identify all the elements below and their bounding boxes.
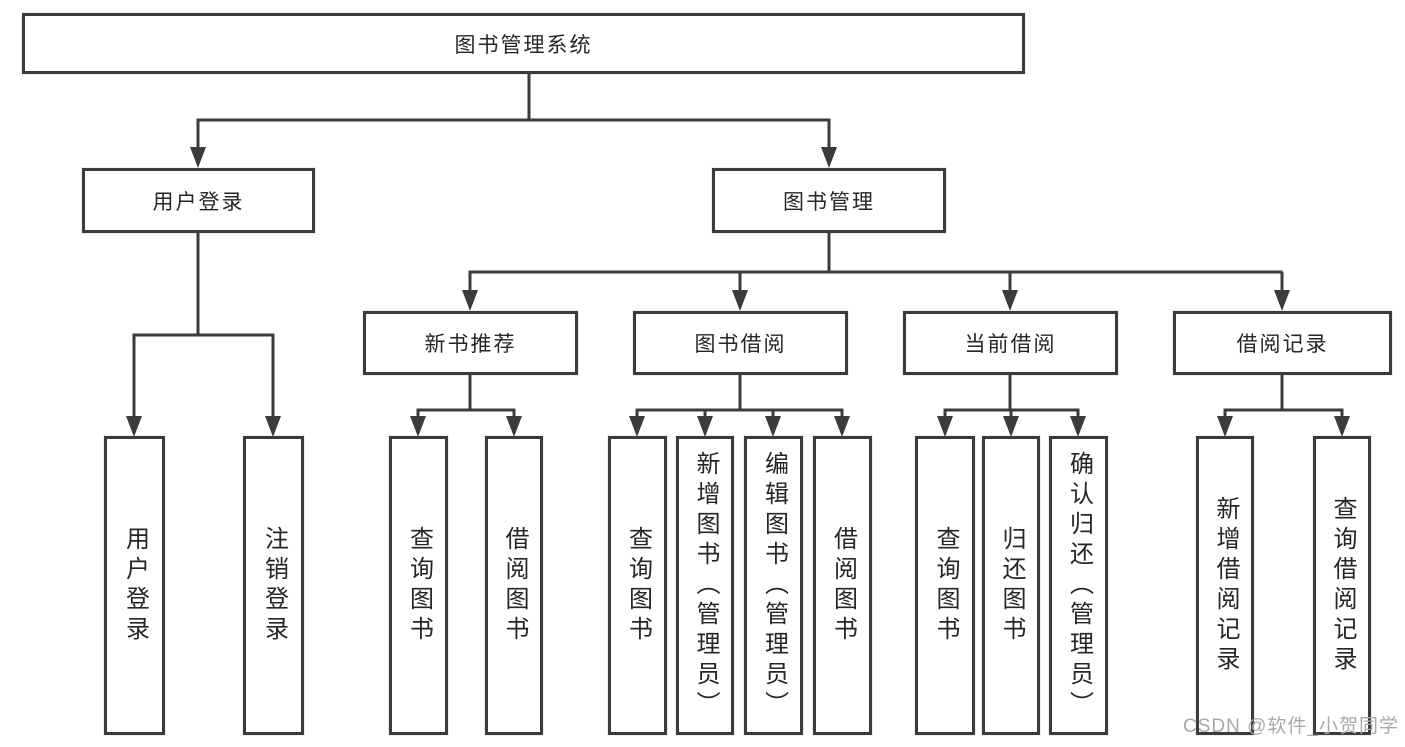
- node-new-book-recommend: 新书推荐: [363, 311, 578, 375]
- node-library-system: 图书管理系统: [22, 13, 1025, 74]
- leaf-borrow-books-recommend: 借阅图书: [485, 436, 543, 735]
- leaf-return-books: 归还图书: [982, 436, 1040, 735]
- leaf-logout: 注销登录: [243, 436, 304, 735]
- leaf-query-borrow-record: 查询借阅记录: [1313, 436, 1371, 735]
- node-book-borrowing: 图书借阅: [633, 311, 848, 375]
- leaf-query-books-recommend: 查询图书: [389, 436, 448, 735]
- leaf-add-borrow-record: 新增借阅记录: [1196, 436, 1254, 735]
- node-borrowing-records: 借阅记录: [1173, 311, 1392, 375]
- leaf-add-books-admin: 新增图书（管理员）: [676, 436, 734, 735]
- node-current-borrowing: 当前借阅: [903, 311, 1118, 375]
- arrowheads: [126, 147, 1350, 437]
- node-book-management: 图书管理: [712, 168, 946, 233]
- leaf-borrow-books: 借阅图书: [813, 436, 872, 735]
- node-user-login: 用户登录: [82, 168, 315, 233]
- leaf-edit-books-admin: 编辑图书（管理员）: [744, 436, 803, 735]
- leaf-confirm-return-admin: 确认归还（管理员）: [1049, 436, 1108, 735]
- watermark-csdn: CSDN @软件_小贺同学: [1183, 716, 1399, 737]
- connector-paths: [132, 74, 1344, 420]
- leaf-query-books-borrowing: 查询图书: [608, 436, 667, 735]
- leaf-query-books-current: 查询图书: [915, 436, 975, 735]
- leaf-user-login: 用户登录: [104, 436, 165, 735]
